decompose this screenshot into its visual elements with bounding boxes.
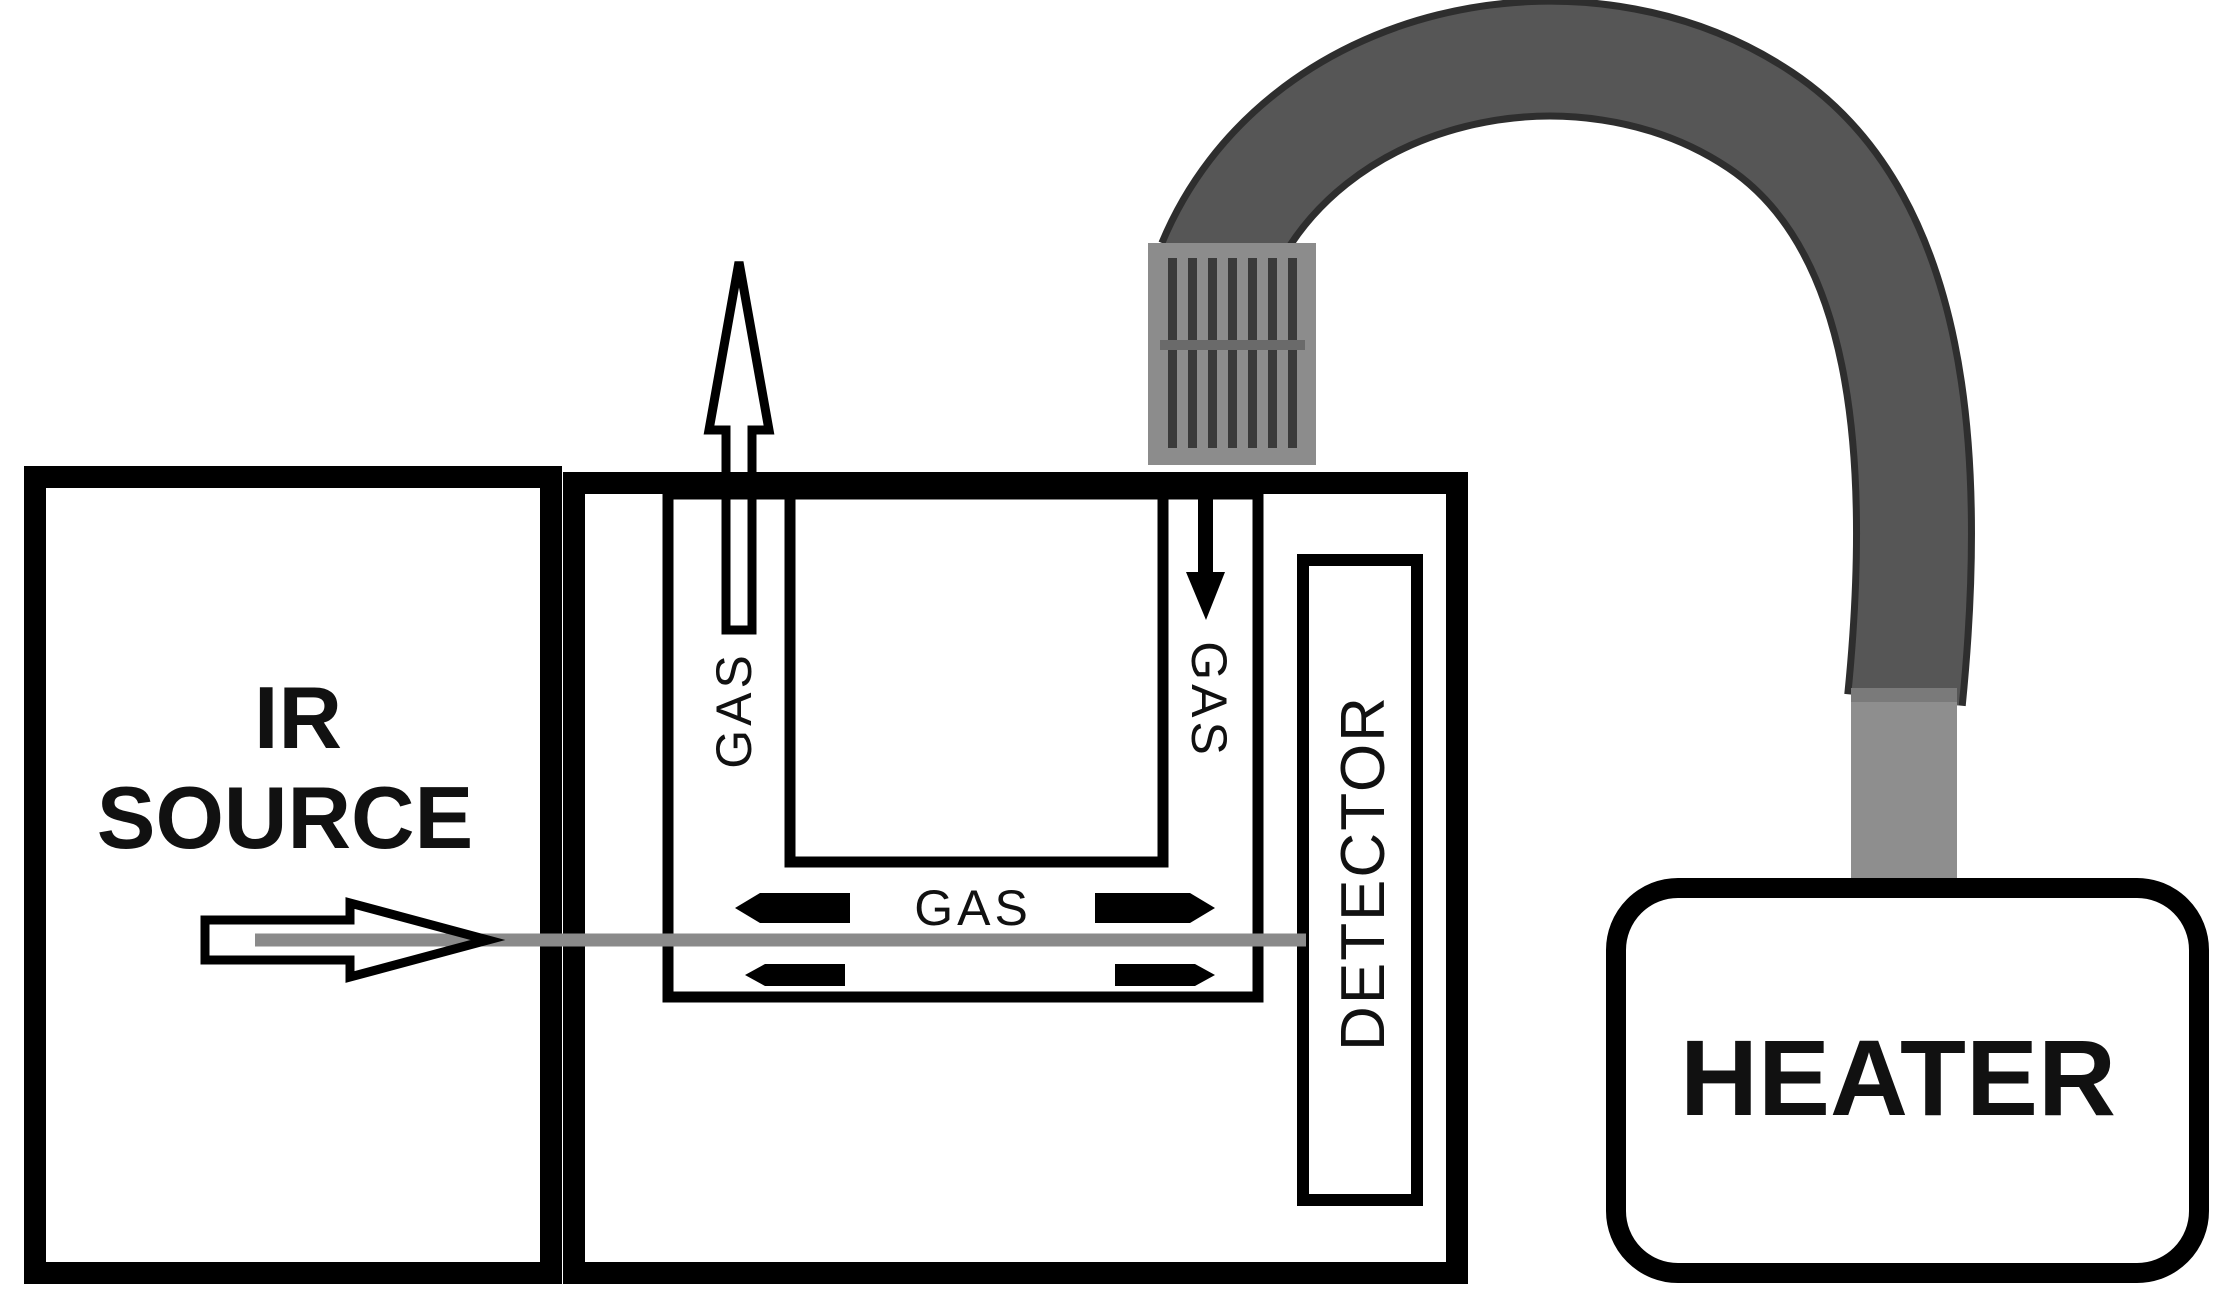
ir-arrow	[200, 897, 506, 983]
detector-box	[1297, 554, 1423, 1206]
gas-label-bottom: GAS	[914, 880, 1032, 936]
hose-connector	[1148, 243, 1316, 465]
gas-label-right: GAS	[1181, 641, 1237, 759]
heater-label: HEATER	[1680, 1017, 2116, 1138]
detector-label: DETECTOR	[1329, 695, 1398, 1051]
gas-channel	[662, 488, 1264, 1003]
gas-out-arrow	[703, 261, 775, 635]
flow-arrow-right-bottom	[1115, 964, 1215, 986]
flow-arrow-right-top	[1095, 893, 1215, 923]
heater-box	[1606, 878, 2209, 1283]
flow-arrow-left-bottom	[745, 964, 845, 986]
heater-hose	[1158, 0, 1976, 707]
heater-sleeve	[1851, 688, 1957, 878]
ir-source-label-line1: IR	[254, 668, 342, 767]
ir-source-box	[24, 466, 562, 1284]
gas-label-left: GAS	[706, 651, 762, 769]
analyzer-box	[563, 472, 1468, 1284]
gas-in-arrow	[1186, 498, 1225, 620]
flow-arrow-left-top	[735, 893, 850, 923]
ir-source-label-line2: SOURCE	[97, 768, 474, 867]
